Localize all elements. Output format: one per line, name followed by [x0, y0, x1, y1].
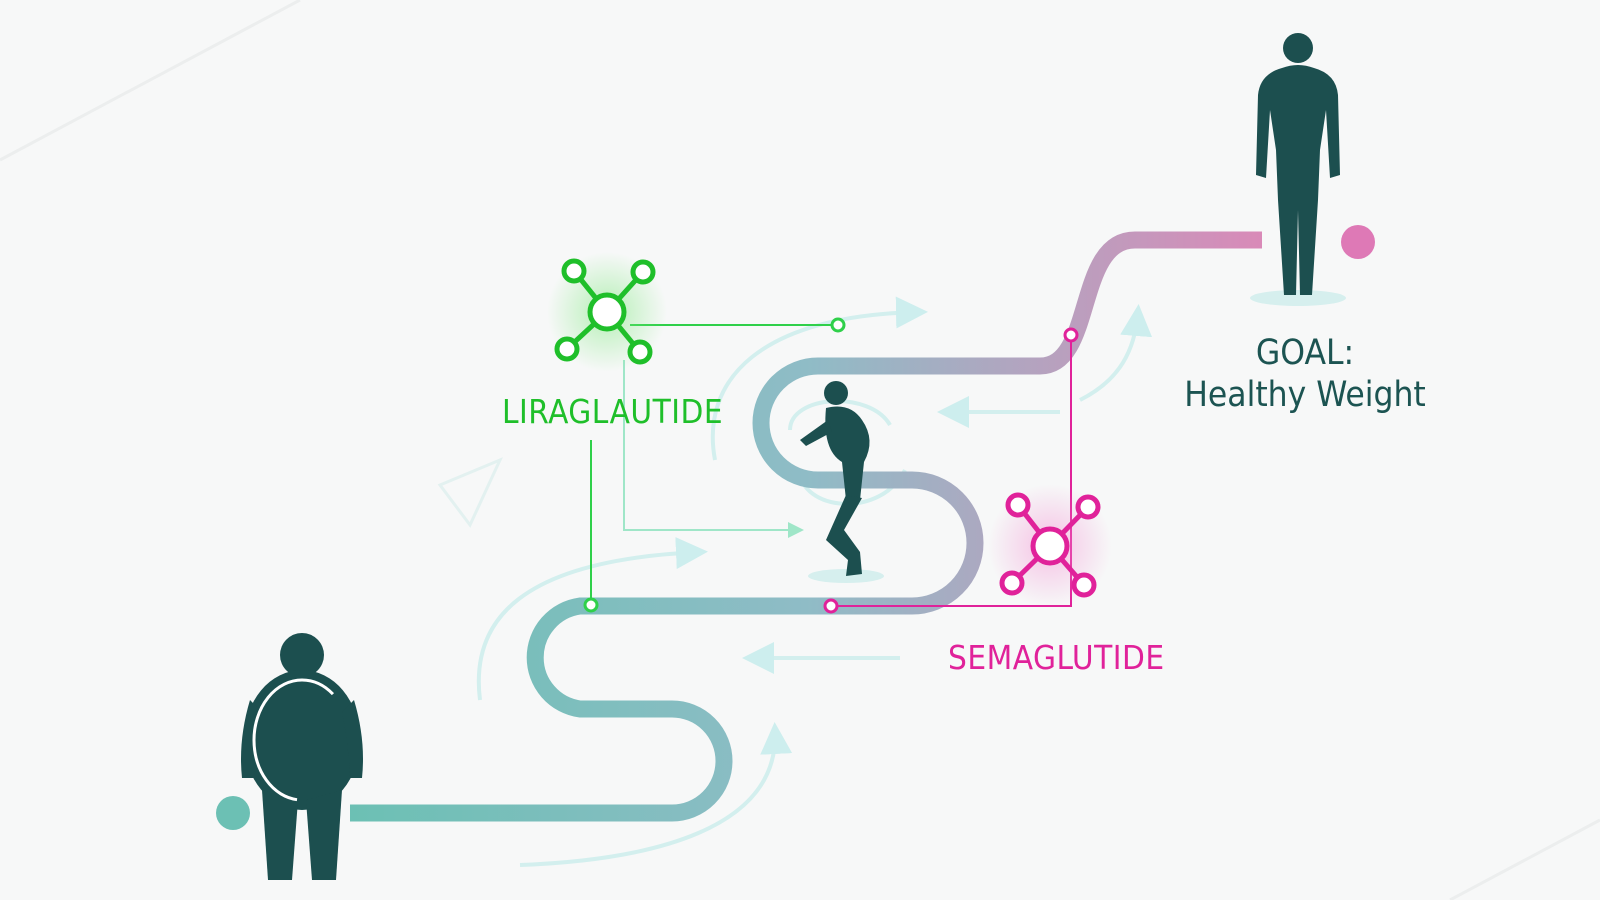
liraglutide-label: LIRAGLAUTIDE	[502, 392, 724, 431]
background-streak	[1449, 818, 1600, 900]
start-dot	[216, 796, 250, 830]
liraglutide-connectors	[583, 317, 846, 613]
semaglutide-label: SEMAGLUTIDE	[948, 638, 1165, 677]
flow-arrows	[476, 296, 1153, 867]
goal-dot	[1341, 225, 1375, 259]
goal-subtitle: Healthy Weight	[1184, 375, 1426, 415]
goal-label: GOAL: Healthy Weight	[1180, 332, 1430, 416]
semaglutide-connectors	[823, 327, 1079, 614]
semaglutide-molecule-icon	[988, 484, 1112, 608]
walking-person-figure	[800, 381, 884, 583]
triangle-decoration	[437, 457, 503, 528]
overweight-person-figure	[241, 633, 363, 880]
liraglutide-molecule-icon	[547, 252, 667, 372]
goal-title: GOAL:	[1255, 333, 1355, 373]
journey-path	[350, 231, 1262, 822]
background-streak	[0, 0, 301, 162]
healthy-person-figure	[1250, 33, 1346, 306]
